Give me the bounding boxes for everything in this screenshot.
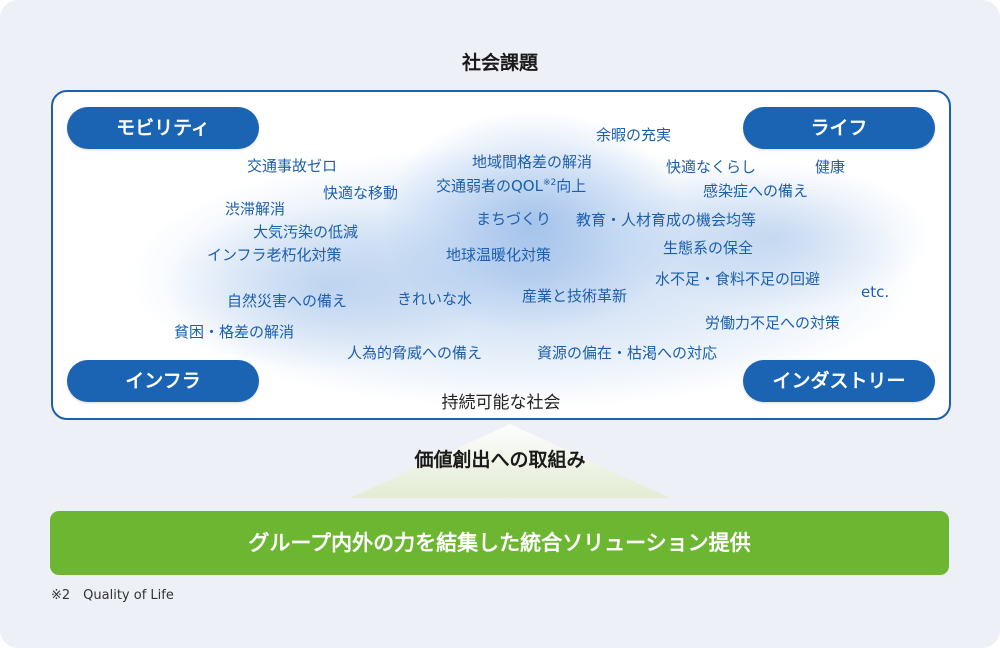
issue-zero-accidents: 交通事故ゼロ (247, 157, 338, 175)
issue-innovation: 産業と技術革新 (522, 287, 628, 305)
issue-natural-disaster: 自然災害への備え (227, 292, 348, 310)
issue-regional-gap: 地域間格差の解消 (472, 153, 593, 171)
issue-labor-shortage: 労働力不足への対策 (705, 314, 841, 332)
issue-poverty: 貧困・格差の解消 (174, 323, 295, 341)
cloud-right (613, 162, 933, 312)
category-industry: インダストリー (743, 360, 935, 402)
issue-aging-infra: インフラ老朽化対策 (207, 246, 342, 264)
issue-resources: 資源の偏在・枯渇への対応 (537, 344, 718, 362)
issue-leisure: 余暇の充実 (596, 126, 672, 144)
issue-clean-water: きれいな水 (397, 290, 473, 308)
issue-qol: 交通弱者のQOL※2向上 (436, 175, 586, 196)
sustainable-society-caption: 持続可能な社会 (441, 393, 561, 413)
value-creation-label: 価値創出への取組み (414, 449, 586, 471)
issue-global-warming: 地球温暖化対策 (446, 246, 552, 264)
issue-town-planning: まちづくり (476, 210, 552, 228)
category-mobility: モビリティ (67, 107, 259, 149)
issue-human-threats: 人為的脅威への備え (347, 344, 483, 362)
issue-education: 教育・人材育成の機会均等 (576, 211, 757, 229)
issue-congestion: 渋滞解消 (225, 200, 286, 218)
issue-qol-tail: 向上 (556, 177, 587, 195)
issue-infection-prep: 感染症への備え (703, 182, 809, 200)
footnote-mark: ※2 (542, 178, 557, 188)
issue-comfortable-living: 快適なくらし (666, 158, 757, 176)
issue-ecosystem: 生態系の保全 (663, 239, 754, 257)
diagram-title: 社会課題 (461, 52, 538, 74)
social-issues-frame: モビリティ ライフ インフラ インダストリー 余暇の充実 交通事故ゼロ 地域間格… (51, 90, 951, 420)
category-life: ライフ (743, 107, 935, 149)
issue-comfortable-travel: 快適な移動 (323, 184, 399, 202)
issue-health: 健康 (815, 158, 846, 176)
issue-water-food: 水不足・食料不足の回避 (655, 270, 821, 288)
issue-etc: etc. (861, 283, 890, 301)
issue-qol-text: 交通弱者のQOL (436, 177, 543, 195)
integrated-solution-banner: グループ内外の力を結集した統合ソリューション提供 (50, 511, 949, 575)
category-infrastructure: インフラ (67, 360, 259, 402)
cloud-left (163, 202, 493, 372)
footnote: ※2 Quality of Life (51, 588, 174, 603)
cloud-center (383, 112, 683, 332)
issue-air-pollution: 大気汚染の低減 (253, 223, 359, 241)
